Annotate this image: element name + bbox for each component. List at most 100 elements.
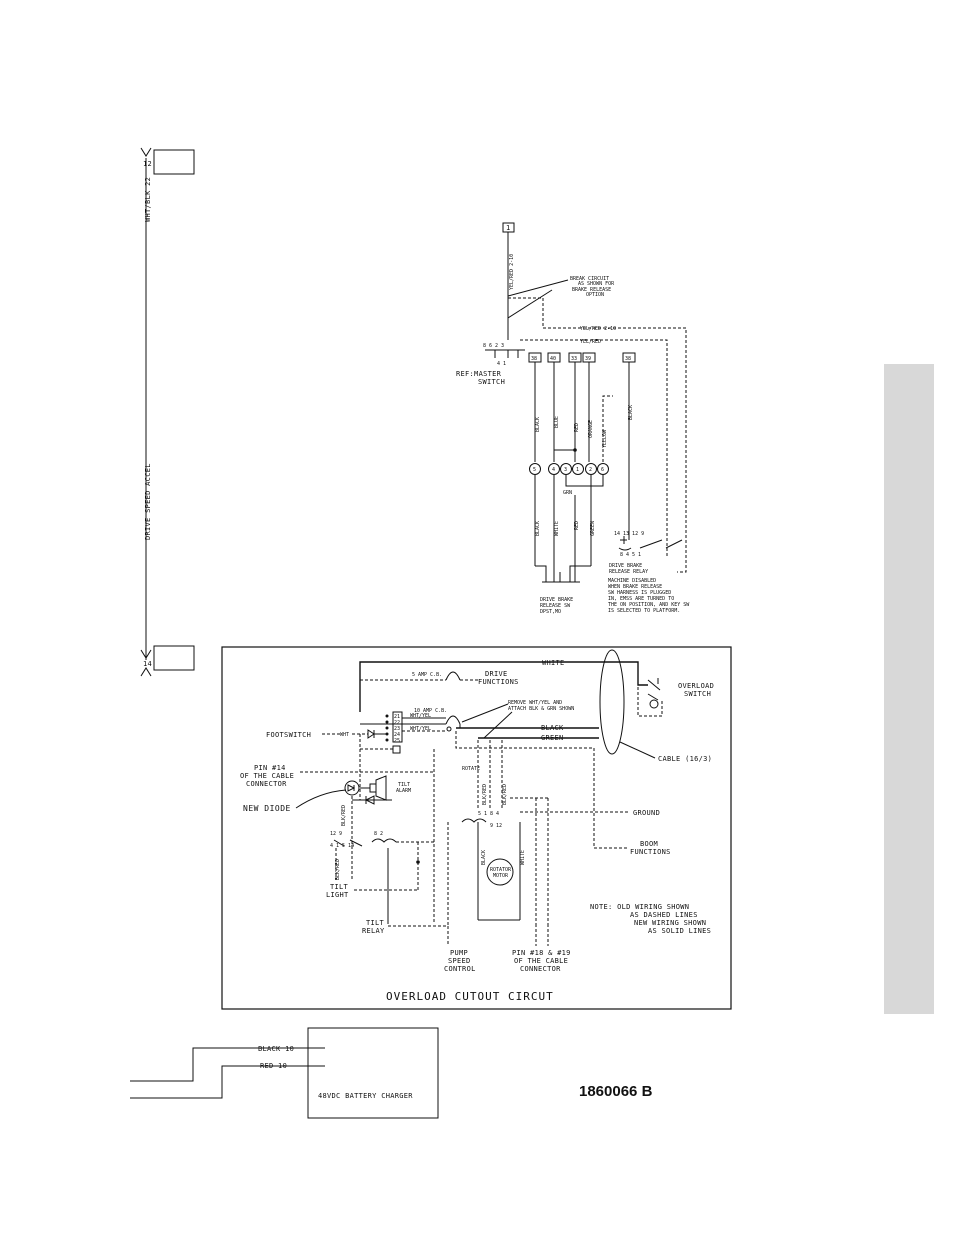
- disable-note-5: THE ON POSITION, AND KEY SW: [608, 602, 690, 608]
- drive-functions-1: DRIVE: [485, 670, 508, 678]
- brake-wire-210: YEL/RED 2-10: [580, 326, 616, 332]
- brake-lower-white: WHITE: [554, 521, 560, 536]
- relay-pins-bottom: 8 4 5 1: [620, 552, 641, 558]
- relay-pins-a: 12 9: [330, 831, 342, 837]
- left-top-box: [153, 149, 195, 175]
- wht-yel-2: WHT/YEL: [410, 726, 431, 732]
- release-sw-1: DRIVE BRAKE: [540, 597, 573, 603]
- cable-label: CABLE (16/3): [658, 755, 712, 763]
- brake-lower-black: BLACK: [535, 521, 541, 536]
- side-tab: [884, 364, 934, 1014]
- tilt-light-1: TILT: [330, 883, 349, 891]
- connector-5-label: 5: [533, 467, 536, 473]
- brake-lower-red: RED: [574, 521, 580, 530]
- master-switch-label-1: REF:MASTER: [456, 370, 502, 378]
- rot-wire-2: BLK/RED: [502, 784, 508, 805]
- rotator-motor: [486, 858, 514, 886]
- rot-wire-1: BLK/RED: [482, 784, 488, 805]
- drive-functions-2: FUNCTIONS: [478, 678, 519, 686]
- note-1: NOTE: OLD WIRING SHOWN: [590, 903, 689, 911]
- relay-label-1: DRIVE BRAKE: [609, 563, 642, 569]
- relay-pins-top: 14 13 12 9: [614, 531, 644, 537]
- brake-wire-black-2: BLACK: [628, 405, 634, 420]
- brake-terminal-33-label: 33: [571, 356, 577, 362]
- relay-label-2: RELEASE RELAY: [609, 569, 648, 575]
- brake-note-1: BREAK CIRCUIT: [570, 276, 609, 282]
- battery-charger: 48VDC BATTERY CHARGER BLACK 10 RED 10: [130, 1027, 439, 1119]
- brake-wire-yelred: YEL/RED: [580, 339, 601, 345]
- blk-red-2: BLK/RED: [335, 859, 341, 880]
- tilt-relay-1: TILT: [366, 919, 385, 927]
- overload-frame: [221, 646, 732, 1010]
- brake-terminals: 38 40 33 39 38: [528, 352, 636, 363]
- tilt-light-2: LIGHT: [326, 891, 349, 899]
- left-harness: 12 WHT/BLK 22 DRIVE SPEED ACCEL 14: [140, 147, 195, 677]
- brake-wire-red: RED: [574, 423, 580, 432]
- terminal-22: 22: [394, 720, 400, 726]
- brake-connectors: 5 4 3 1 2 6: [529, 463, 609, 475]
- pump-1: PUMP: [450, 949, 468, 957]
- terminal-small: [392, 745, 401, 754]
- overload-cutout-circuit: WHITE OVERLOAD SWITCH BLACK GREEN CABLE …: [221, 646, 732, 1010]
- release-sw-3: DPST,MO: [540, 609, 561, 615]
- connector-4: [548, 463, 560, 475]
- part-number: 1860066 B: [579, 1083, 653, 1100]
- cb10-label: 10 AMP C.B.: [414, 708, 447, 714]
- footswitch-wht: WHT: [340, 732, 349, 738]
- connector-2-label: 2: [589, 467, 592, 473]
- pin18-1: PIN #18 & #19: [512, 949, 571, 957]
- terminal-25: 25: [394, 738, 400, 744]
- connector-1-label: 1: [576, 467, 579, 473]
- pump-3: CONTROL: [444, 965, 476, 973]
- master-switch-pins-bottom: 4 1: [497, 361, 506, 367]
- brake-wire-blue: BLUE: [554, 416, 560, 428]
- note-2: AS DASHED LINES: [630, 911, 698, 919]
- disable-note-1: MACHINE DISABLED: [608, 578, 656, 584]
- brake-wire-main-label: YEL/RED 2-10: [509, 254, 515, 290]
- pump-2: SPEED: [448, 957, 471, 965]
- connector-4-label: 4: [552, 467, 555, 473]
- connector-2: [585, 463, 597, 475]
- tilt-alarm-2: ALARM: [396, 788, 411, 794]
- connector-6-label: 6: [601, 467, 604, 473]
- cable-oval: [599, 649, 625, 755]
- rot-pins: 5 1 8 4: [478, 811, 499, 817]
- connector-1: [572, 463, 584, 475]
- charger-red: RED 10: [260, 1062, 287, 1070]
- brake-note-2: AS SHOWN FOR: [578, 281, 615, 287]
- tilt-relay-2: RELAY: [362, 927, 385, 935]
- overload-title: OVERLOAD CUTOUT CIRCUT: [386, 990, 554, 1003]
- pin14-1: PIN #14: [254, 764, 286, 772]
- rot-black-small: BLACK: [481, 850, 487, 865]
- rot-white-small: WHITE: [520, 850, 526, 865]
- brake-terminal-38a-label: 38: [531, 356, 537, 362]
- brake-note-4: OPTION: [586, 292, 604, 298]
- overload-switch-1: OVERLOAD: [678, 682, 714, 690]
- rotate-label: ROTATE: [462, 766, 480, 772]
- charger-box: [307, 1027, 439, 1119]
- brake-grn-label: GRN: [563, 490, 572, 496]
- brake-release-circuit: 1 YEL/RED 2-10 BREAK CIRCUIT AS SHOWN FO…: [456, 222, 690, 615]
- rotator-motor-2: MOTOR: [493, 873, 509, 879]
- overload-switch-2: SWITCH: [684, 690, 711, 698]
- boom-functions-2: FUNCTIONS: [630, 848, 671, 856]
- pin14-2: OF THE CABLE: [240, 772, 294, 780]
- overload-white-label: WHITE: [542, 659, 565, 667]
- pin18-2: OF THE CABLE: [514, 957, 568, 965]
- rot-pins-b: 9 12: [490, 823, 502, 829]
- master-switch-label-2: SWITCH: [478, 378, 505, 386]
- connector-5: [529, 463, 541, 475]
- remove-note-1: REMOVE WHT/YEL AND: [508, 700, 562, 706]
- ground-label: GROUND: [633, 809, 660, 817]
- left-wire-top-label: WHT/BLK 22: [144, 177, 152, 222]
- brake-terminal-1-label: 1: [506, 224, 511, 232]
- overload-green-label: GREEN: [541, 734, 564, 742]
- brake-lower-green: GREEN: [590, 521, 596, 536]
- blk-red-1: BLK/RED: [341, 805, 347, 826]
- cb5-label: 5 AMP C.B.: [412, 672, 442, 678]
- pin18-3: CONNECTOR: [520, 965, 561, 973]
- overload-black-label: BLACK: [541, 724, 564, 732]
- left-top-pin: 12: [143, 160, 152, 168]
